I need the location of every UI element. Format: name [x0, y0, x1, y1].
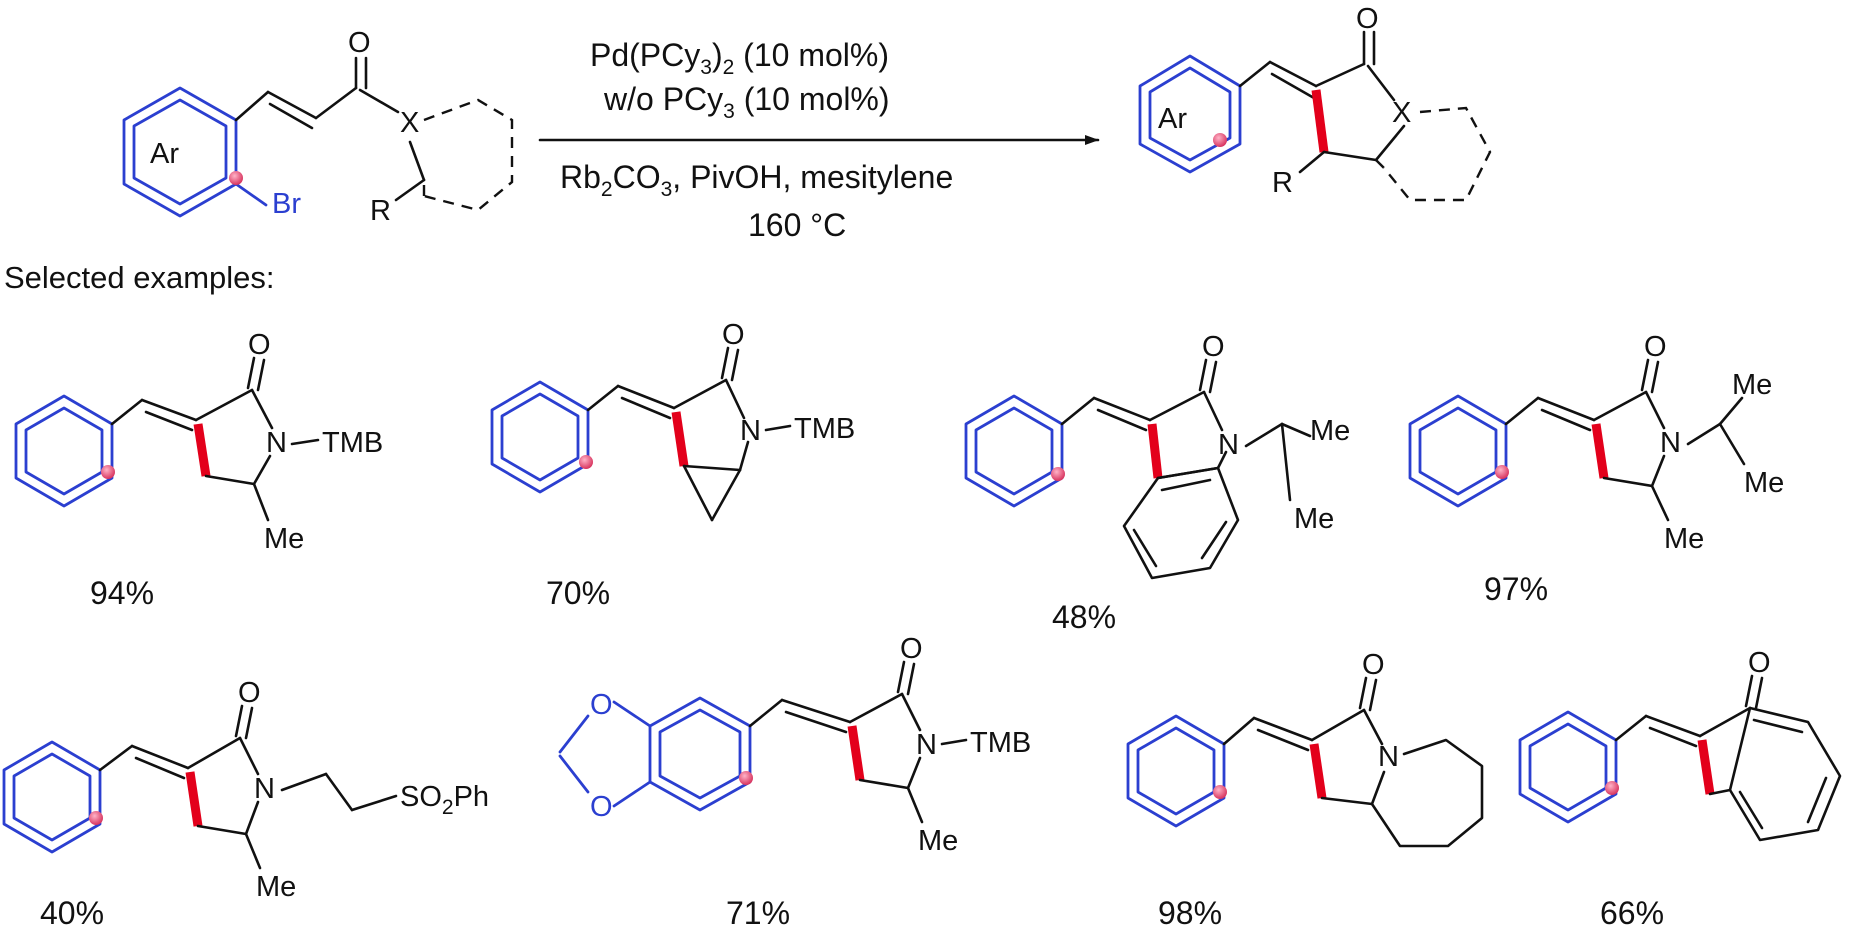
reactive-site-marker	[1051, 467, 1065, 481]
reactive-site-marker	[89, 811, 103, 825]
reactive-site-marker	[1213, 133, 1227, 147]
nitrogen: N	[740, 415, 761, 447]
substrate-r-label: R	[370, 195, 391, 227]
methyl: Me	[264, 523, 304, 555]
nitrogen: N	[254, 773, 275, 805]
example-4: O N Me Me Me 97%	[1408, 331, 1784, 607]
nitrogen: N	[1218, 429, 1239, 461]
example-2: O N TMB 70%	[490, 319, 855, 611]
substrate-carbonyl-o: O	[348, 27, 371, 59]
reactive-site-marker	[579, 455, 593, 469]
example-7: O N 98%	[1126, 649, 1484, 931]
yield-label: 97%	[1484, 571, 1548, 607]
product-carbonyl-o: O	[1356, 3, 1379, 35]
aryl-ring	[1518, 710, 1618, 824]
reactive-site-marker	[229, 171, 243, 185]
reactive-site-marker	[101, 465, 115, 479]
methyl: Me	[1744, 467, 1784, 499]
new-bond	[1591, 423, 1609, 479]
dioxole-o-top: O	[590, 689, 613, 721]
condition-temperature: 160 °C	[748, 207, 846, 243]
example-3: O N Me Me 48%	[964, 331, 1350, 635]
yield-label: 66%	[1600, 895, 1664, 931]
reactive-site-marker	[1213, 785, 1227, 799]
substrate-x-label: X	[400, 107, 419, 139]
carbonyl-o: O	[238, 677, 261, 709]
carbonyl-o: O	[722, 319, 745, 351]
aryl-ring	[648, 696, 752, 812]
condition-catalyst: Pd(PCy3)2 (10 mol%)	[590, 37, 889, 79]
n-substituent: TMB	[970, 727, 1031, 759]
reactive-site-marker	[1495, 465, 1509, 479]
yield-label: 70%	[546, 575, 610, 611]
nitrogen: N	[1660, 427, 1681, 459]
methyl: Me	[1310, 415, 1350, 447]
example-1: O N TMB Me 94%	[14, 329, 383, 611]
product-aryl-ring	[1138, 54, 1242, 174]
reaction-conditions: Pd(PCy3)2 (10 mol%) w/o PCy3 (10 mol%) R…	[538, 37, 1100, 243]
examples-heading: Selected examples:	[4, 260, 275, 295]
dioxole-ring	[558, 700, 652, 808]
aryl-ring	[490, 380, 590, 494]
substrate-bromo-label: Br	[272, 188, 301, 220]
new-bond	[1697, 739, 1715, 795]
nitrogen: N	[266, 427, 287, 459]
substrate-aryl-ring	[122, 86, 238, 218]
new-bond	[1311, 89, 1329, 153]
substrate-structure: Ar Br O X R	[122, 27, 514, 227]
new-bond	[671, 411, 689, 467]
methyl: Me	[918, 825, 958, 857]
new-bond	[847, 725, 865, 781]
yield-label: 71%	[726, 895, 790, 931]
carbonyl-o: O	[1644, 331, 1667, 363]
new-bond	[193, 423, 211, 477]
new-bond	[185, 771, 203, 827]
example-8: O 66%	[1518, 647, 1842, 931]
aryl-ring	[964, 394, 1064, 508]
product-x-label: X	[1392, 97, 1411, 129]
example-6: O O O N TMB Me 71%	[558, 633, 1031, 931]
aryl-ring	[14, 394, 114, 508]
aryl-ring	[1126, 714, 1226, 828]
nitrogen: N	[916, 729, 937, 761]
new-bond	[1147, 423, 1163, 479]
reactive-site-marker	[739, 771, 753, 785]
carbonyl-o: O	[900, 633, 923, 665]
product-r-label: R	[1272, 167, 1293, 199]
dioxole-o-bottom: O	[590, 791, 613, 823]
product-ring-label: Ar	[1158, 103, 1187, 135]
reactive-site-marker	[1605, 781, 1619, 795]
product-structure: Ar O X R	[1138, 3, 1492, 202]
yield-label: 94%	[90, 575, 154, 611]
condition-ligand: w/o PCy3 (10 mol%)	[603, 81, 890, 123]
yield-label: 40%	[40, 895, 104, 931]
carbonyl-o: O	[1202, 331, 1225, 363]
aryl-ring	[1408, 394, 1508, 508]
yield-label: 48%	[1052, 599, 1116, 635]
methyl: Me	[1664, 523, 1704, 555]
n-substituent: TMB	[794, 413, 855, 445]
new-bond	[1309, 743, 1327, 799]
fused-benzene-ring	[1122, 466, 1240, 580]
nitrogen: N	[1378, 741, 1399, 773]
sulfonyl-group: SO2Ph	[400, 781, 489, 819]
substrate-ring-label: Ar	[150, 138, 179, 170]
methyl: Me	[1732, 369, 1772, 401]
aryl-ring	[2, 740, 102, 854]
condition-base-additive-solvent: Rb2CO3, PivOH, mesitylene	[560, 159, 953, 201]
n-substituent: TMB	[322, 427, 383, 459]
methyl: Me	[256, 871, 296, 903]
fused-benzene-ring	[1728, 706, 1842, 842]
carbonyl-o: O	[1748, 647, 1771, 679]
example-5: O N Me SO2Ph 40%	[2, 677, 489, 931]
carbonyl-o: O	[248, 329, 271, 361]
carbonyl-o: O	[1362, 649, 1385, 681]
yield-label: 98%	[1158, 895, 1222, 931]
methyl: Me	[1294, 503, 1334, 535]
